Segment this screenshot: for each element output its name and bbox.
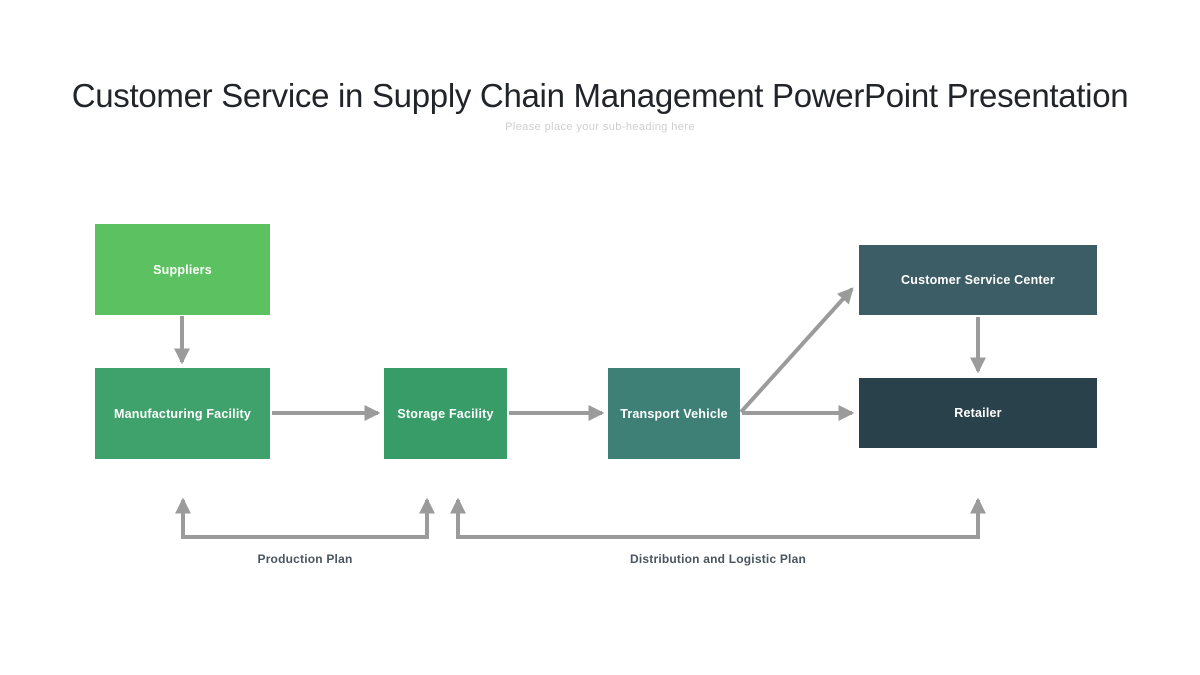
arrow-transport-to-service-center [739, 287, 854, 414]
node-manufacturing-facility-label: Manufacturing Facility [113, 406, 252, 421]
node-suppliers-label: Suppliers [153, 262, 212, 277]
node-retailer: Retailer [859, 378, 1097, 448]
bracket-production-plan [175, 497, 435, 539]
node-storage-facility-label: Storage Facility [397, 406, 494, 421]
node-customer-service-center: Customer Service Center [859, 245, 1097, 315]
node-transport-vehicle: Transport Vehicle [608, 368, 740, 459]
production-plan-label: Production Plan [257, 552, 353, 566]
slide-subtitle: Please place your sub-heading here [505, 121, 695, 133]
node-manufacturing-facility: Manufacturing Facility [95, 368, 270, 459]
bracket-distribution-plan [450, 497, 986, 539]
node-transport-vehicle-label: Transport Vehicle [620, 406, 728, 421]
node-storage-facility: Storage Facility [384, 368, 507, 459]
distribution-logistic-plan-label: Distribution and Logistic Plan [629, 552, 806, 566]
node-customer-service-center-label: Customer Service Center [901, 273, 1055, 287]
slide-title: Customer Service in Supply Chain Managem… [71, 77, 1129, 115]
node-suppliers: Suppliers [95, 224, 270, 315]
node-retailer-label: Retailer [954, 406, 1002, 420]
